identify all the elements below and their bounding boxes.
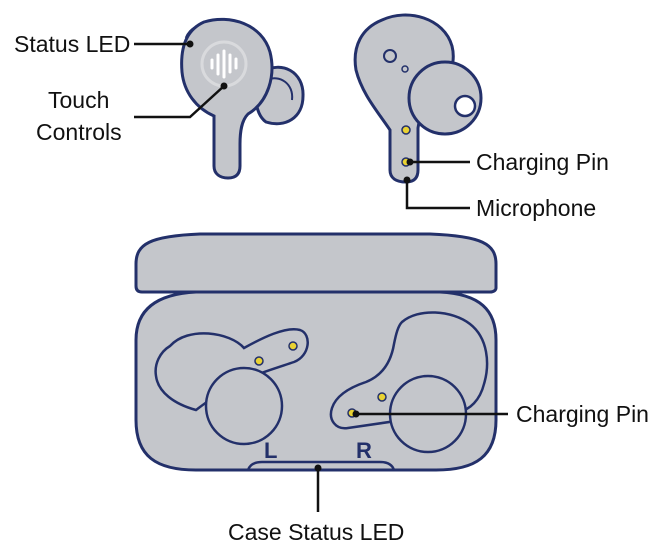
case-lid [134,232,498,294]
status-led-label: Status LED [14,31,130,57]
microphone-label: Microphone [476,195,596,221]
touch-controls-label-line1: Touch [48,87,109,113]
status-led-indicator [184,25,197,39]
right-earbud-side-marker [383,49,397,63]
touch-controls-label-line2: Controls [36,119,122,145]
case-status-led-leader-dot [314,464,322,472]
case-status-led-strip [246,460,396,471]
microphone-leader [405,180,470,210]
left-cavity-pin-2 [288,341,298,351]
left-cavity-tip-well [204,366,284,446]
microphone-leader-dot [403,176,411,184]
sound-wave-icon [210,49,238,79]
case-right-marking: R [356,438,372,463]
right-earbud-sensor [401,65,409,73]
left-cavity-pin-1 [254,356,264,366]
right-cavity-pin-1 [377,392,387,402]
right-earbud [353,13,483,184]
case-left-marking: L [264,438,277,463]
touch-controls-leader-dot [220,82,228,90]
right-earbud-body [353,13,455,184]
charging-pin-upper [401,125,411,135]
right-earbud-ear-tip-nozzle [453,94,477,118]
status-led-leader-dot [186,40,194,48]
right-earbud-cavity [329,311,489,430]
charging-pin-case-label: Charging Pin [516,401,649,427]
charging-pin-case-leader-dot [352,410,360,418]
charging-pin-earbud-leader-dot [406,158,414,166]
charging-case: L R [134,232,498,472]
case-status-led-label: Case Status LED [228,519,404,545]
left-earbud-cavity [154,327,309,412]
left-earbud [180,17,305,180]
touch-controls-leader [134,85,225,119]
charging-pin-earbud-label: Charging Pin [476,149,609,175]
